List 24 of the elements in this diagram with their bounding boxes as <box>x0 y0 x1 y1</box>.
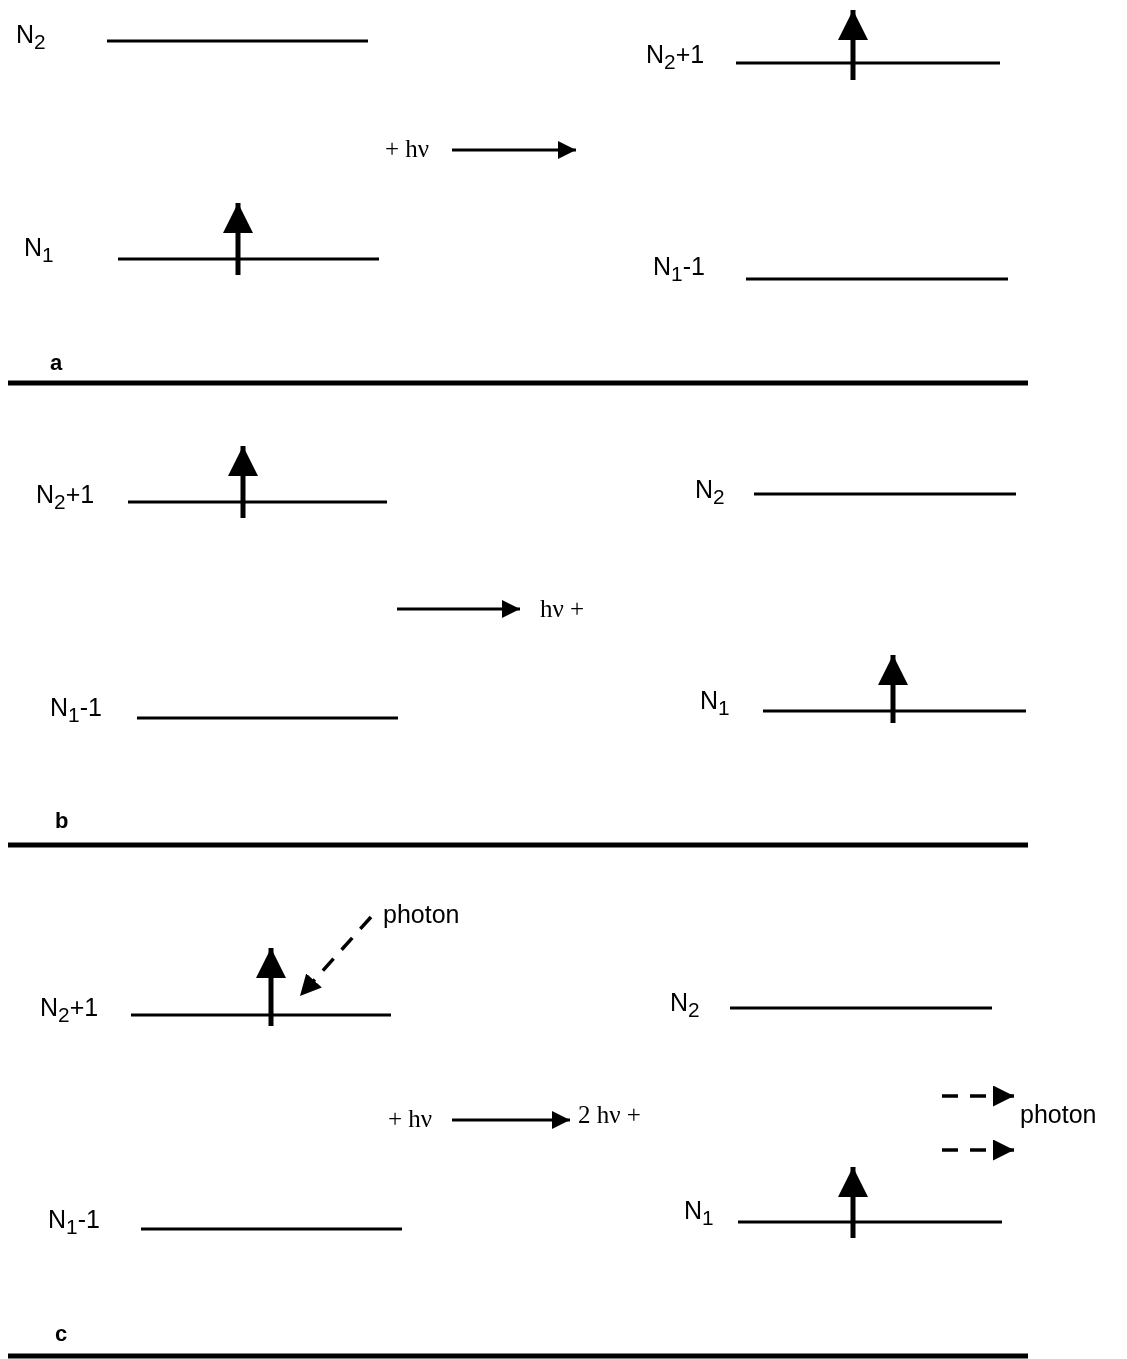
level-label: N$_{1}$ <box>700 688 730 719</box>
photon-arrow <box>942 1085 1014 1107</box>
level-label: N$_{2}$+1 <box>646 42 705 73</box>
level-label: N$_{1}$-1 <box>48 1207 100 1238</box>
photon-label: photon <box>1020 1102 1097 1127</box>
level-label: N$_{2}$+1 <box>40 995 99 1026</box>
process-label: + hν <box>388 1106 433 1131</box>
panel-letter: c <box>55 1323 68 1345</box>
level-label: N$_{2}$ <box>670 990 700 1021</box>
process-label: 2 hν + <box>578 1102 641 1127</box>
photon-label: photon <box>383 902 460 927</box>
level-label: N$_{2}$ <box>16 22 46 53</box>
level-label: N$_{1}$ <box>684 1198 714 1229</box>
panel-letter: b <box>55 810 69 832</box>
level-label: N$_{2}$ <box>695 477 725 508</box>
process-label: + hν <box>385 136 430 161</box>
level-label: N$_{1}$ <box>24 235 54 266</box>
panel-letter: a <box>50 352 63 374</box>
photon-arrow <box>942 1139 1014 1161</box>
photon-arrow <box>298 915 373 998</box>
level-label: N$_{2}$+1 <box>36 482 95 513</box>
process-label: hν + <box>540 596 585 621</box>
level-label: N$_{1}$-1 <box>50 695 102 726</box>
level-label: N$_{1}$-1 <box>653 254 705 285</box>
